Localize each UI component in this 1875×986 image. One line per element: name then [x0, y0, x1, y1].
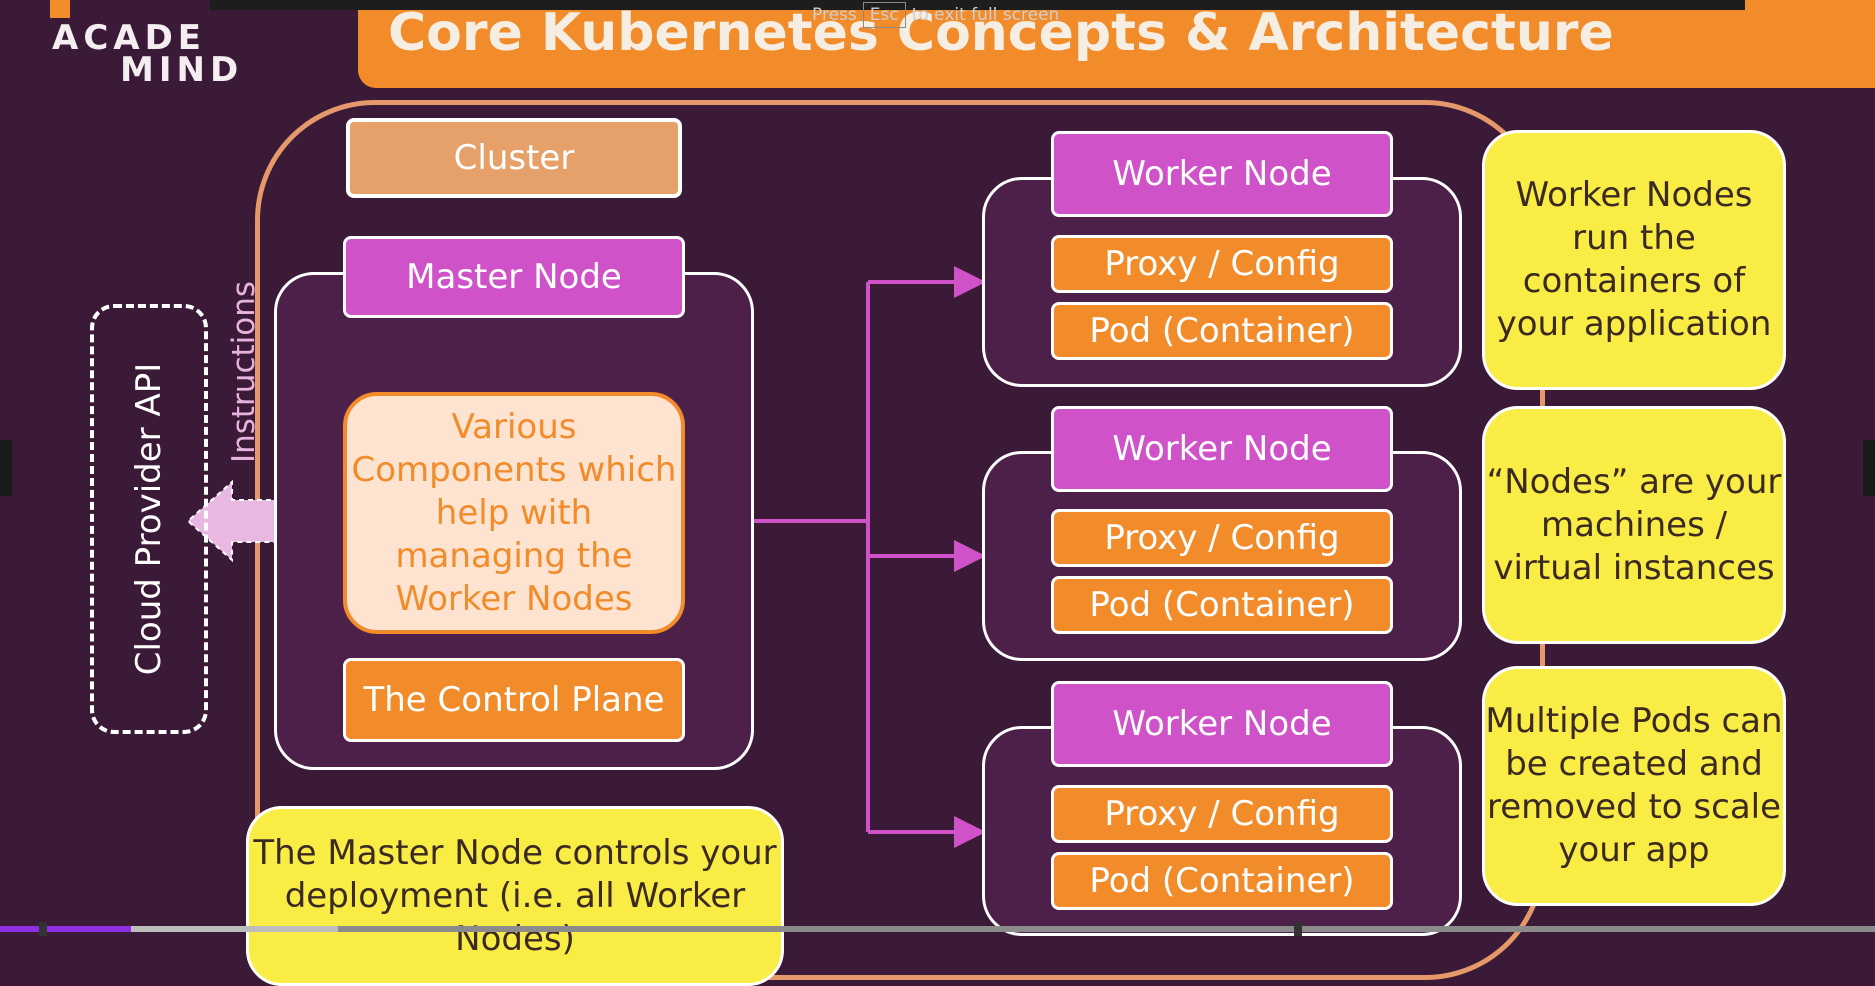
slide-title: Core Kubernetes Concepts & Architecture: [388, 3, 1614, 63]
worker-node-label-1: Worker Node: [1051, 131, 1393, 217]
master-node-label: Master Node: [343, 236, 685, 318]
next-slide-handle[interactable]: [1863, 440, 1875, 496]
fullscreen-hint-pre: Press: [812, 5, 857, 25]
cluster-label: Cluster: [346, 118, 682, 198]
proxy-config-2: Proxy / Config: [1051, 509, 1393, 567]
video-progress-track[interactable]: [0, 926, 1875, 932]
callout-worker-nodes: Worker Nodes run the containers of your …: [1482, 130, 1786, 390]
callout-pods: Multiple Pods can be created and removed…: [1482, 666, 1786, 906]
connector-lines: [754, 266, 986, 848]
callout-nodes: “Nodes” are your machines / virtual inst…: [1482, 406, 1786, 644]
callout-master-node: The Master Node controls your deployment…: [246, 806, 784, 986]
proxy-config-1: Proxy / Config: [1051, 235, 1393, 293]
video-progress-fill: [0, 926, 132, 932]
worker-node-label-3: Worker Node: [1051, 681, 1393, 767]
connector-arrows: [186, 266, 986, 848]
proxy-config-3: Proxy / Config: [1051, 785, 1393, 843]
esc-key: Esc: [862, 2, 906, 28]
control-plane-label: The Control Plane: [343, 658, 685, 742]
cloud-provider-label: Cloud Provider API: [129, 362, 169, 676]
chapter-marker: [1294, 922, 1302, 936]
title-banner: [358, 0, 1875, 88]
video-buffer-bar: [0, 926, 338, 932]
pod-container-1: Pod (Container): [1051, 302, 1393, 360]
fullscreen-notice-bar: [210, 0, 1745, 10]
master-components-box: Various Components which help with manag…: [343, 392, 685, 634]
logo-mark: [50, 0, 70, 18]
worker-node-label-2: Worker Node: [1051, 406, 1393, 492]
logo-line2: MIND: [120, 50, 244, 90]
cloud-provider-box: [90, 304, 208, 734]
progress-handle[interactable]: [39, 922, 48, 936]
fullscreen-hint-post: to exit full screen: [911, 5, 1060, 25]
logo-line1: ACADE: [52, 18, 207, 58]
instructions-label: Instructions: [226, 280, 262, 464]
previous-slide-handle[interactable]: [0, 440, 12, 496]
pod-container-3: Pod (Container): [1051, 852, 1393, 910]
pod-container-2: Pod (Container): [1051, 576, 1393, 634]
